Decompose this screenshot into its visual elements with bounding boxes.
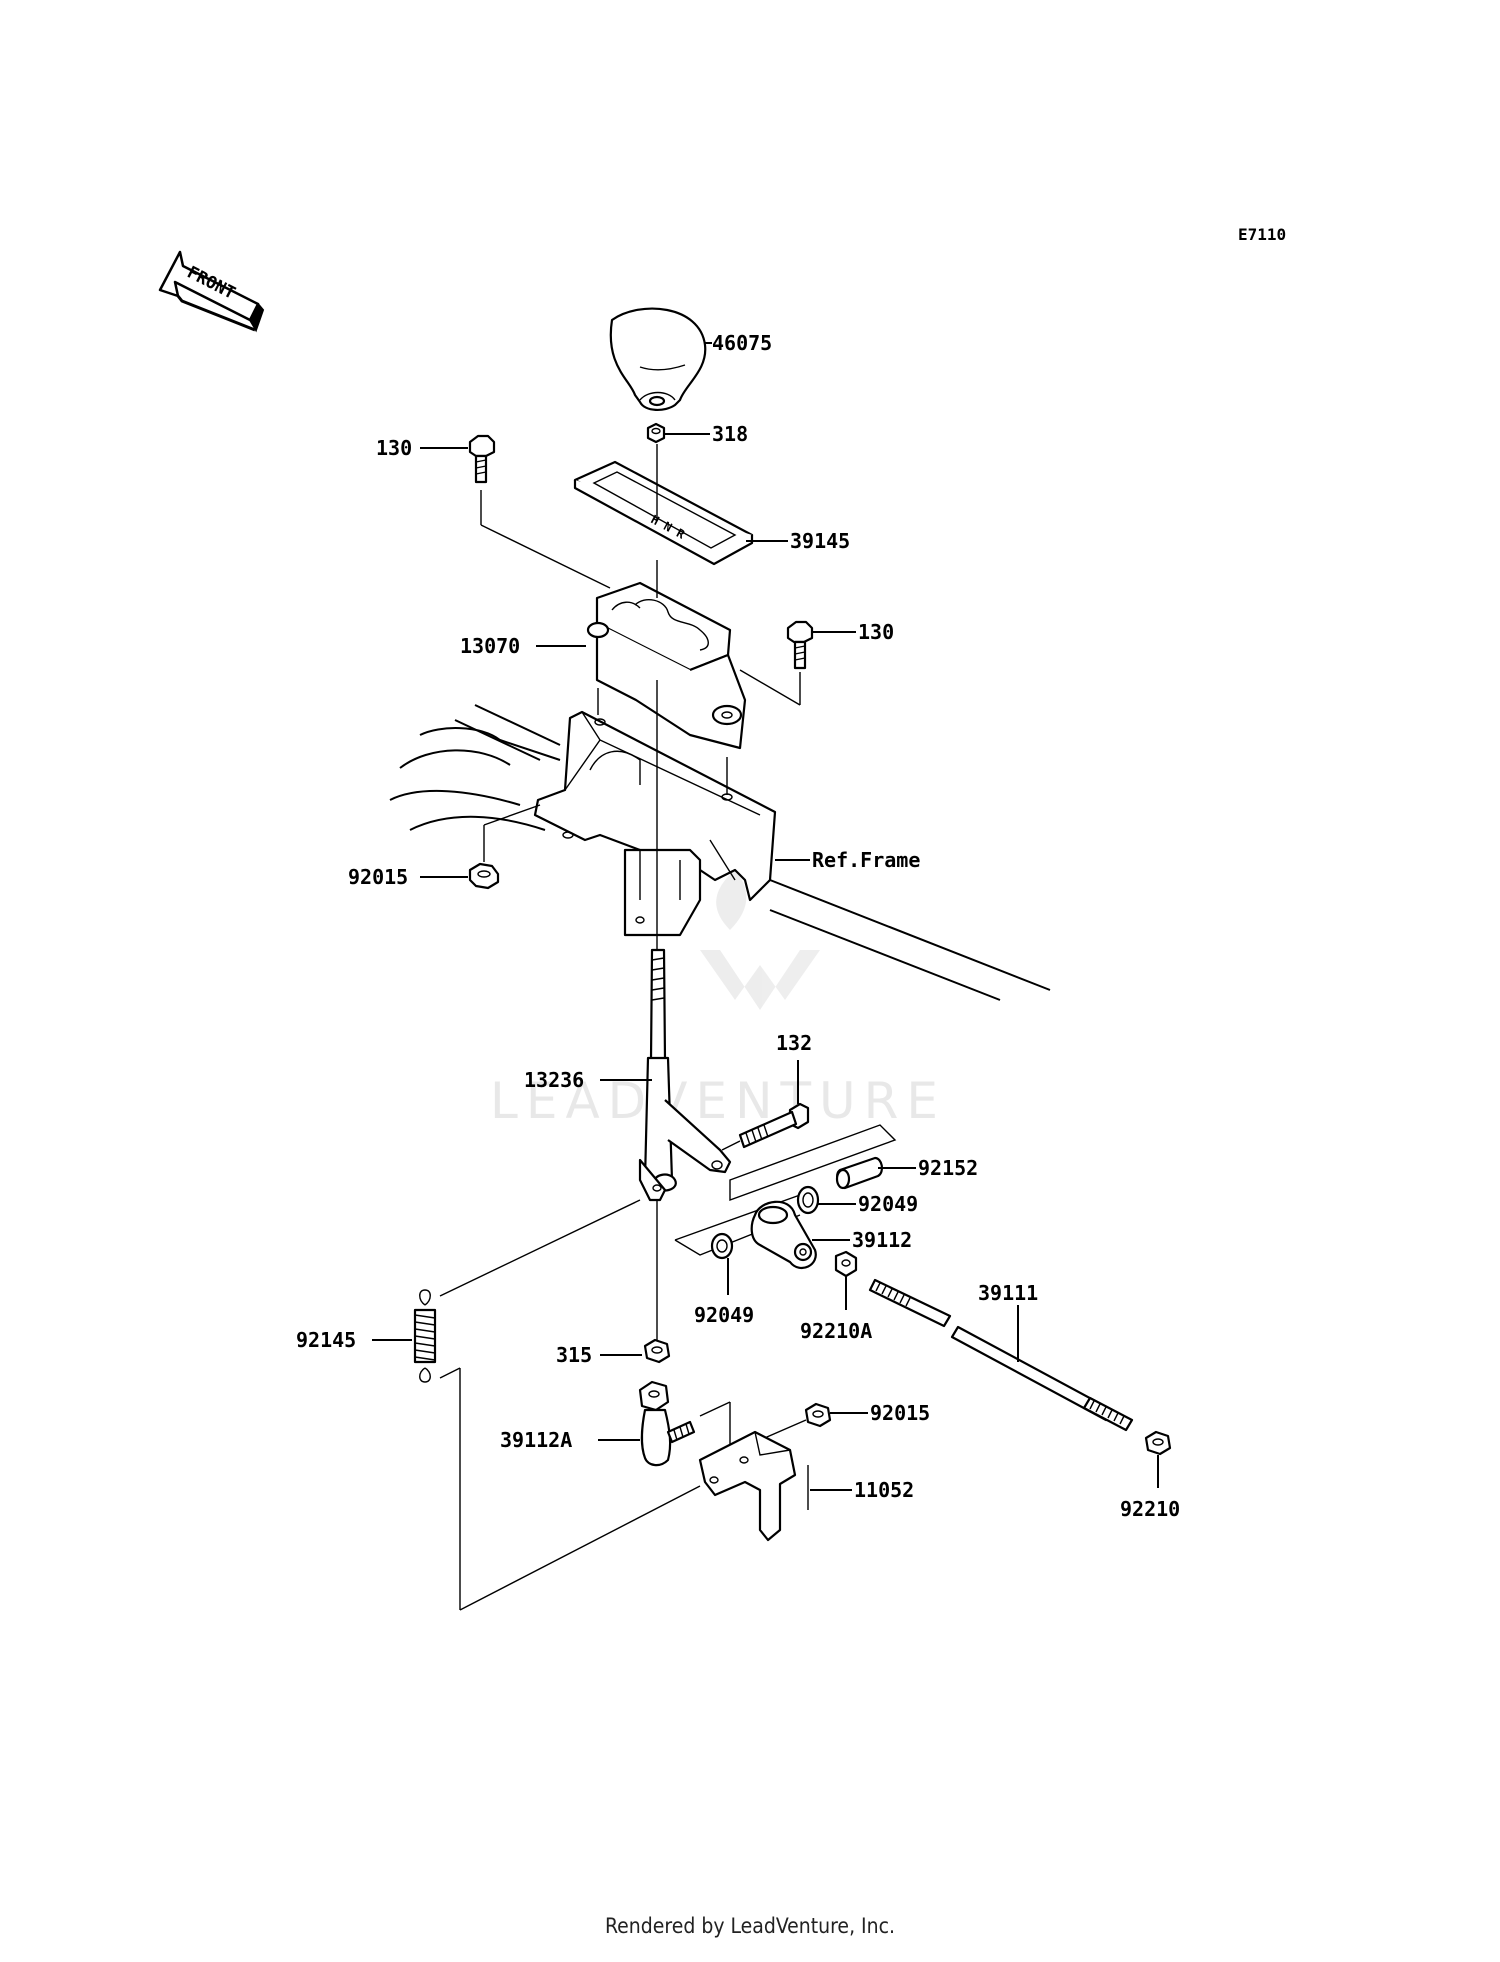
part-92152-collar bbox=[835, 1156, 916, 1190]
callout-92210A: 92210A bbox=[800, 1319, 872, 1343]
part-39111-shift-rod bbox=[868, 1278, 1134, 1432]
diagram-code: E7110 bbox=[1238, 225, 1286, 244]
part-92049-bushing-left bbox=[710, 1232, 734, 1295]
part-92015-nut-left bbox=[420, 804, 541, 890]
callout-39111: 39111 bbox=[978, 1281, 1038, 1305]
callout-132: 132 bbox=[776, 1031, 812, 1055]
part-92015-nut-right bbox=[759, 1402, 868, 1441]
part-92049-bushing-right bbox=[796, 1185, 856, 1215]
part-39145-shift-gate: H N R bbox=[573, 444, 788, 566]
part-13236-shift-lever bbox=[600, 680, 732, 1202]
callout-92210: 92210 bbox=[1120, 1497, 1180, 1521]
part-130-bolt-left bbox=[420, 434, 611, 589]
callout-318: 318 bbox=[712, 422, 748, 446]
leadventure-watermark: LEADVENTURE bbox=[490, 870, 946, 1130]
callout-13236: 13236 bbox=[524, 1068, 584, 1092]
callout-13070: 13070 bbox=[460, 634, 520, 658]
part-92210-nut bbox=[1144, 1430, 1172, 1488]
footer-credit: Rendered by LeadVenture, Inc. bbox=[605, 1914, 895, 1938]
part-13070-shift-console bbox=[536, 560, 747, 750]
callout-46075: 46075 bbox=[712, 331, 772, 355]
part-318-nut bbox=[646, 422, 710, 444]
part-46075-knob bbox=[609, 307, 712, 411]
callout-11052: 11052 bbox=[854, 1478, 914, 1502]
callout-92015-right: 92015 bbox=[870, 1401, 930, 1425]
callout-92015-left: 92015 bbox=[348, 865, 408, 889]
callout-39112: 39112 bbox=[852, 1228, 912, 1252]
part-11052-bracket bbox=[698, 1430, 852, 1542]
callout-ref-frame: Ref.Frame bbox=[812, 848, 920, 872]
callout-130-left: 130 bbox=[376, 436, 412, 460]
part-132-bolt bbox=[721, 1060, 810, 1151]
part-39112A-rod-end bbox=[598, 1380, 731, 1467]
callout-92145: 92145 bbox=[296, 1328, 356, 1352]
part-92145-spring bbox=[372, 1199, 701, 1611]
callout-39112A: 39112A bbox=[500, 1428, 572, 1452]
part-92210A-nut bbox=[834, 1250, 858, 1310]
part-39112-lever bbox=[750, 1200, 850, 1269]
front-direction-arrow: FRONT bbox=[158, 250, 265, 333]
callout-39145: 39145 bbox=[790, 529, 850, 553]
callout-130-right: 130 bbox=[858, 620, 894, 644]
callout-315: 315 bbox=[556, 1343, 592, 1367]
part-315-nut bbox=[600, 1200, 671, 1364]
watermark-text: LEADVENTURE bbox=[490, 1072, 946, 1130]
callout-92152: 92152 bbox=[918, 1156, 978, 1180]
reference-frame bbox=[389, 688, 1051, 1001]
callout-92049-left: 92049 bbox=[694, 1303, 754, 1327]
part-130-bolt-right bbox=[739, 620, 856, 706]
callout-92049-right: 92049 bbox=[858, 1192, 918, 1216]
